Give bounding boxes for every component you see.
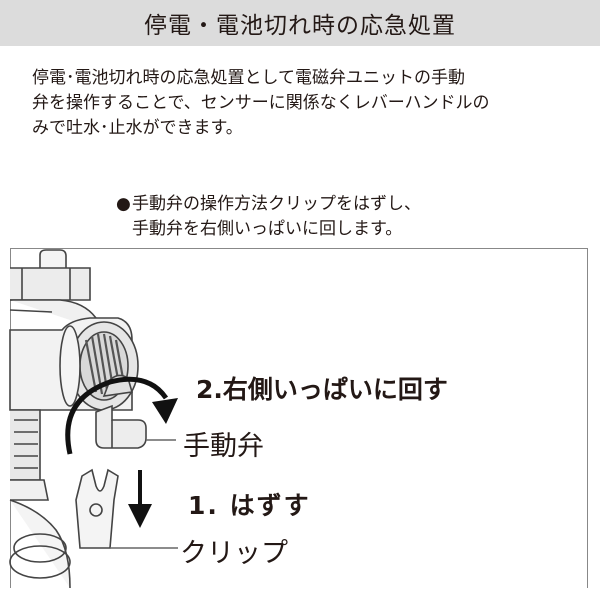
clip-label: クリップ: [180, 538, 288, 569]
rotate-arrow-icon: [65, 376, 178, 455]
bullet-icon: ●: [116, 194, 131, 214]
intro-paragraph: 停電･電池切れ時の応急処置として電磁弁ユニットの手動 弁を操作することで、センサ…: [32, 66, 580, 141]
instruction-block: ●手動弁の操作方法クリップをはずし、 手動弁を右側いっぱいに回します。: [116, 192, 421, 242]
intro-line: 弁を操作することで、センサーに関係なくレバーハンドルの: [32, 93, 490, 113]
instruction-line: 手動弁の操作方法クリップをはずし、: [132, 194, 421, 214]
section-title: 停電・電池切れ時の応急処置: [144, 13, 456, 39]
valve-illustration: [9, 249, 178, 589]
hand-valve-label: 手動弁: [183, 431, 264, 462]
intro-line: みで吐水･止水ができます。: [32, 118, 243, 138]
step-remove-label: 1. はずす: [188, 491, 311, 520]
step-rotate-label: 2.右側いっぱいに回す: [196, 375, 448, 404]
valve-body-drawing: [9, 249, 139, 589]
clip-drawing: [75, 468, 178, 549]
instruction-line: 手動弁を右側いっぱいに回します。: [132, 219, 403, 239]
section-header: 停電・電池切れ時の応急処置: [0, 0, 600, 46]
intro-line: 停電･電池切れ時の応急処置として電磁弁ユニットの手動: [32, 68, 465, 88]
remove-arrow-icon: [128, 470, 152, 528]
